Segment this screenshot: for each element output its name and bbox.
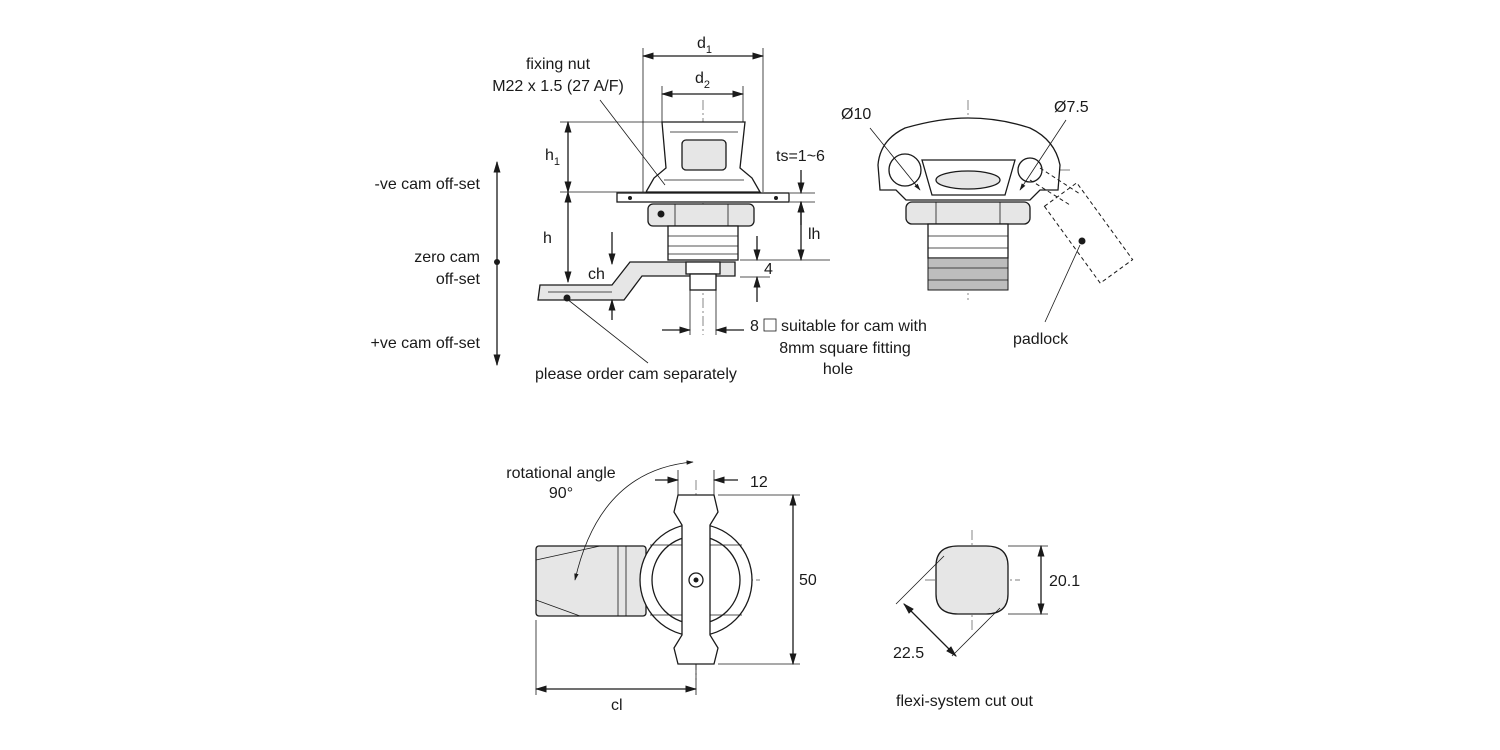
negative-offset-label: -ve cam off-set — [374, 176, 480, 193]
fixing-nut-leader — [599, 99, 666, 186]
positive-offset-label: +ve cam off-set — [370, 335, 480, 352]
rotation-label-line1: rotational angle — [506, 465, 616, 482]
dim-h1-label: h1 — [545, 147, 560, 168]
dim-4-label: 4 — [764, 261, 773, 278]
dim-lh-label: lh — [808, 226, 820, 243]
cutout-caption: flexi-system cut out — [896, 693, 1033, 710]
dia10-label: Ø10 — [841, 106, 871, 123]
padlock-view — [877, 100, 1134, 300]
dim-22-5-label: 22.5 — [893, 645, 924, 662]
zero-offset-label-line2: off-set — [436, 271, 481, 288]
dim-d2-label: d2 — [695, 70, 710, 91]
dim-d1-label: d1 — [697, 35, 712, 56]
cutout-view — [925, 530, 1020, 630]
fixing-nut-label-line2: M22 x 1.5 (27 A/F) — [492, 78, 624, 95]
cam-front-view — [535, 480, 760, 680]
zero-offset-label-line1: zero cam — [414, 249, 480, 266]
square-size-label: 8 — [750, 318, 759, 335]
dim-h-label: h — [543, 230, 552, 247]
dim-cl-label: cl — [611, 697, 623, 714]
padlock-leader — [1044, 244, 1081, 323]
dim-12-label: 12 — [750, 474, 768, 491]
order-cam-note: please order cam separately — [535, 366, 737, 383]
square-note-line1: suitable for cam with — [781, 318, 927, 335]
square-symbol-icon — [763, 318, 777, 332]
fixing-nut-label-line1: fixing nut — [526, 56, 591, 73]
square-note-line3: hole — [823, 361, 853, 378]
dim-20-1-label: 20.1 — [1049, 573, 1080, 590]
lock-side-view — [537, 100, 790, 335]
dia75-leader — [1019, 119, 1067, 191]
dia75-label: Ø7.5 — [1054, 99, 1089, 116]
rotation-arc — [574, 460, 694, 581]
order-cam-leader — [566, 298, 649, 364]
cam-offset-indicator — [493, 160, 501, 367]
dim-ch-label: ch — [588, 266, 605, 283]
dia10-leader — [869, 127, 921, 191]
square-note-line2: 8mm square fitting — [779, 340, 911, 357]
padlock-label: padlock — [1013, 331, 1069, 348]
dim-ts-label: ts=1~6 — [776, 148, 825, 165]
rotation-label-line2: 90° — [549, 485, 573, 502]
dim-50-label: 50 — [799, 572, 817, 589]
